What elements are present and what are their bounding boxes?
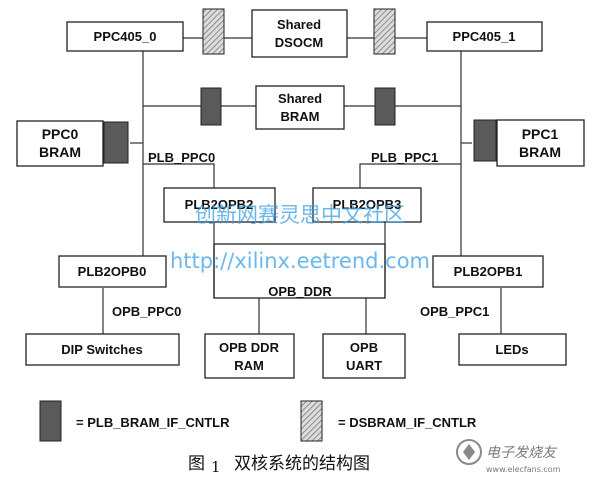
logo-text: 电子发烧友 bbox=[486, 445, 558, 461]
elecfans-logo: 电子发烧友 www.elecfans.com bbox=[456, 439, 561, 474]
plb2opb0-label: PLB2OPB0 bbox=[78, 264, 147, 279]
legend-dsbram-if-swatch bbox=[300, 400, 323, 442]
plb-ppc1-bus-label: PLB_PPC1 bbox=[371, 150, 438, 165]
plb2opb0-block: PLB2OPB0 bbox=[58, 255, 167, 288]
dsbram-if-cntlr-left bbox=[202, 8, 225, 55]
plb-ppc0-to-plb2opb2-line bbox=[143, 163, 215, 188]
ppc0-bram-block: PPC0 BRAM bbox=[16, 120, 104, 167]
plb2opb1-block: PLB2OPB1 bbox=[432, 255, 544, 288]
opb-ddr-ram-label-line2: RAM bbox=[234, 358, 264, 373]
plb2opb3-block: PLB2OPB3 bbox=[312, 187, 422, 223]
plb2opb2-block: PLB2OPB2 bbox=[163, 187, 276, 223]
watermark-chinese-text: 创新网赛灵思中文社区 bbox=[195, 203, 405, 227]
legend: = PLB_BRAM_IF_CNTLR = DSBRAM_IF_CNTLR bbox=[39, 400, 477, 442]
opb-ddr-ram-label-line1: OPB DDR bbox=[219, 340, 280, 355]
opb-uart-label-line1: OPB bbox=[350, 340, 378, 355]
shared-dsocm-block: Shared DSOCM bbox=[251, 9, 348, 58]
watermark-url-text: http://xilinx.eetrend.com bbox=[170, 249, 430, 273]
bus-lines bbox=[102, 37, 502, 334]
caption-number: 1 bbox=[211, 458, 221, 476]
logo-url: www.elecfans.com bbox=[486, 465, 561, 474]
opb-uart-label-line2: UART bbox=[346, 358, 382, 373]
caption-text: 双核系统的结构图 bbox=[234, 454, 370, 474]
leds-block: LEDs bbox=[458, 333, 567, 366]
opb-ppc1-bus-label: OPB_PPC1 bbox=[420, 304, 489, 319]
opb-ppc0-bus-label: OPB_PPC0 bbox=[112, 304, 181, 319]
logo-emblem-icon bbox=[456, 439, 482, 465]
shared-bram-label-line1: Shared bbox=[278, 91, 322, 106]
bram-if-cntlr-ppc0 bbox=[103, 121, 129, 164]
plb-bram-if-controllers bbox=[103, 87, 497, 164]
legend-bram-if-label: = PLB_BRAM_IF_CNTLR bbox=[76, 415, 230, 430]
ppc1-bram-block: PPC1 BRAM bbox=[496, 119, 585, 167]
plb2opb1-label: PLB2OPB1 bbox=[454, 264, 523, 279]
ppc0-bram-label-line1: PPC0 bbox=[42, 126, 79, 142]
ppc1-bram-label-line2: BRAM bbox=[519, 144, 561, 160]
dsbram-if-cntlr-right bbox=[373, 8, 396, 55]
ppc405-0-block: PPC405_0 bbox=[66, 21, 184, 52]
plb2opb3-label: PLB2OPB3 bbox=[333, 197, 402, 212]
ppc1-bram-label-line1: PPC1 bbox=[522, 126, 559, 142]
leds-label: LEDs bbox=[495, 342, 528, 357]
plb2opb2-label: PLB2OPB2 bbox=[185, 197, 254, 212]
legend-dsbram-if-label: = DSBRAM_IF_CNTLR bbox=[338, 415, 477, 430]
ppc0-bram-label-line2: BRAM bbox=[39, 144, 81, 160]
shared-dsocm-label-line1: Shared bbox=[277, 17, 321, 32]
dip-switches-block: DIP Switches bbox=[25, 333, 180, 366]
bram-if-cntlr-ppc1 bbox=[473, 119, 497, 162]
ppc405-0-label: PPC405_0 bbox=[94, 29, 157, 44]
bram-if-cntlr-left bbox=[200, 87, 222, 126]
ppc405-1-block: PPC405_1 bbox=[426, 21, 543, 52]
dsbram-if-controllers bbox=[202, 8, 396, 55]
dip-switches-label: DIP Switches bbox=[61, 342, 142, 357]
opb-ddr-ram-block: OPB DDR RAM bbox=[204, 333, 295, 379]
opb-ddr-bus-outline bbox=[213, 243, 386, 299]
shared-bram-label-line2: BRAM bbox=[281, 109, 320, 124]
caption-prefix: 图 bbox=[188, 454, 205, 474]
plb-ppc1-to-plb2opb3-line bbox=[359, 163, 461, 188]
shared-dsocm-label-line2: DSOCM bbox=[275, 35, 323, 50]
plb-ppc0-bus-label: PLB_PPC0 bbox=[148, 150, 215, 165]
figure-caption: 图 1 双核系统的结构图 bbox=[188, 454, 370, 476]
legend-bram-if-swatch bbox=[39, 400, 62, 442]
ppc405-1-label: PPC405_1 bbox=[453, 29, 516, 44]
shared-bram-block: Shared BRAM bbox=[255, 85, 345, 130]
opb-uart-block: OPB UART bbox=[322, 333, 406, 379]
opb-ddr-bus-label: OPB_DDR bbox=[268, 284, 332, 299]
bram-if-cntlr-right bbox=[374, 87, 396, 126]
